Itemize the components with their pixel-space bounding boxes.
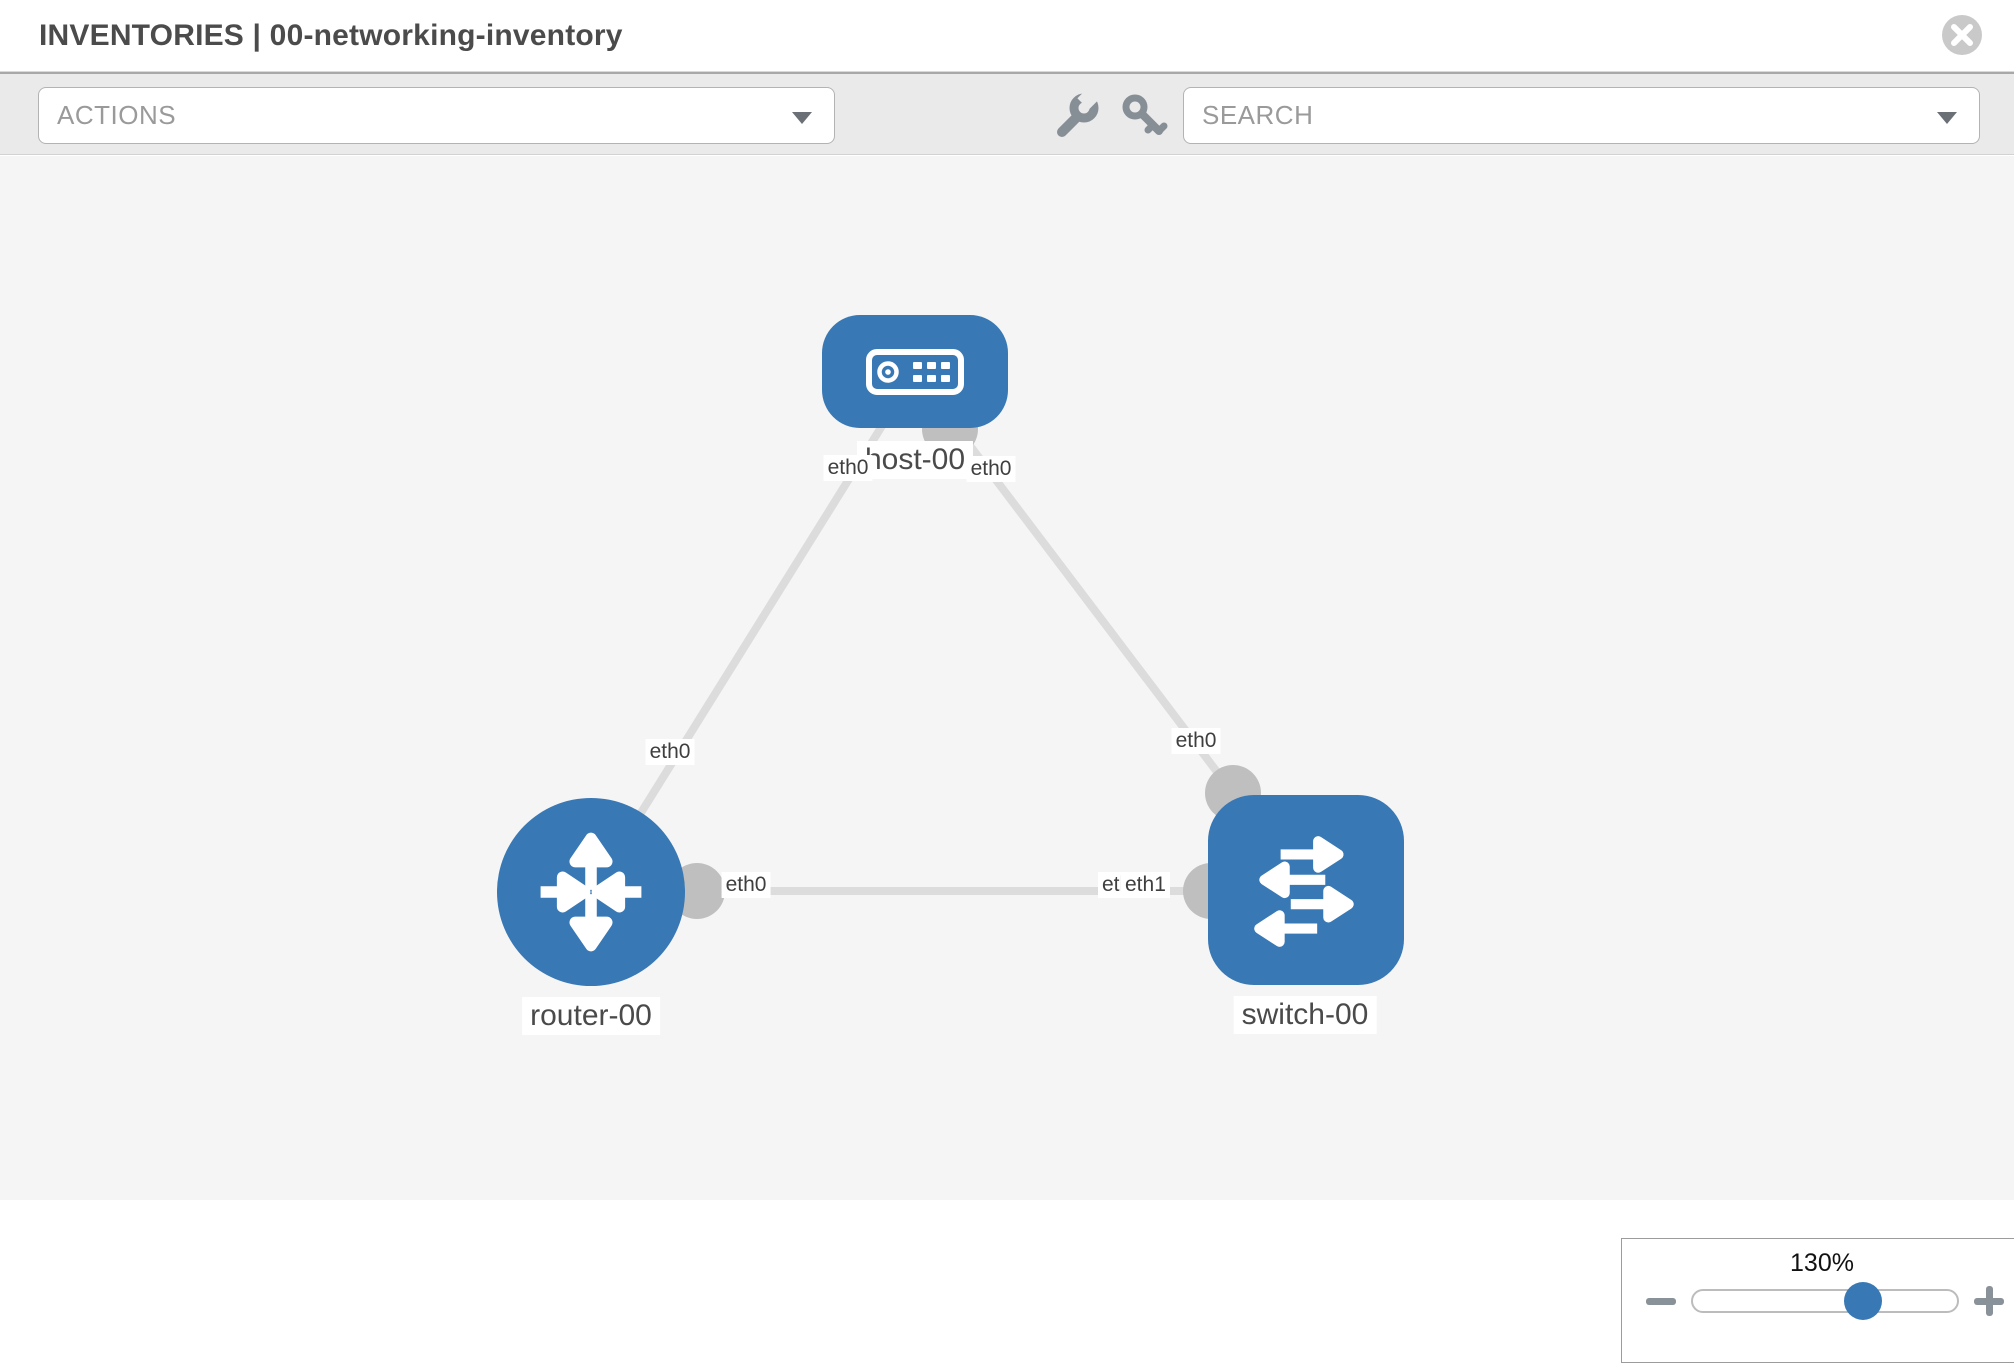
topology-canvas[interactable]: host-00 router-00 switch-00 eth0 eth0 et… xyxy=(0,156,2014,1363)
node-router-00[interactable] xyxy=(497,798,685,986)
topology-svg xyxy=(587,370,1305,919)
header: INVENTORIES | 00-networking-inventory xyxy=(0,0,2014,72)
close-button[interactable] xyxy=(1942,15,1982,55)
search-dropdown[interactable]: SEARCH xyxy=(1183,87,1980,144)
zoom-in-button[interactable] xyxy=(1974,1286,2004,1316)
wrench-button[interactable] xyxy=(1052,88,1100,140)
zoom-out-button[interactable] xyxy=(1646,1292,1676,1310)
port-label-router-right: eth0 xyxy=(721,872,771,898)
node-switch-00[interactable] xyxy=(1208,795,1404,985)
zoom-level: 130% xyxy=(1790,1249,1854,1277)
chevron-down-icon xyxy=(1937,112,1957,124)
wrench-icon xyxy=(1057,88,1099,137)
key-button[interactable] xyxy=(1120,92,1168,140)
zoom-slider-knob[interactable] xyxy=(1844,1282,1882,1320)
toolbar: ACTIONS SEARCH xyxy=(0,72,2014,155)
host-icon xyxy=(866,348,964,395)
node-label-host: host-00 xyxy=(856,441,974,479)
minus-icon xyxy=(1646,1298,1676,1305)
actions-dropdown[interactable]: ACTIONS xyxy=(38,87,835,144)
key-icon xyxy=(1122,94,1168,135)
port-label-router-top: eth0 xyxy=(645,739,695,765)
close-icon xyxy=(1951,24,1973,46)
port-label-switch-left-front: eth1 xyxy=(1121,872,1170,898)
port-label-host-left: eth0 xyxy=(823,455,873,481)
port-label-switch-top: eth0 xyxy=(1171,728,1221,754)
router-icon xyxy=(540,832,642,952)
page-title: INVENTORIES | 00-networking-inventory xyxy=(39,19,623,52)
actions-dropdown-label: ACTIONS xyxy=(57,100,177,130)
node-label-router: router-00 xyxy=(522,997,660,1035)
switch-icon xyxy=(1254,836,1354,947)
search-placeholder: SEARCH xyxy=(1202,100,1314,130)
zoom-panel: 130% xyxy=(1621,1238,2014,1363)
node-label-switch: switch-00 xyxy=(1233,996,1377,1034)
node-host-00[interactable] xyxy=(822,315,1008,428)
port-label-host-right: eth0 xyxy=(966,456,1016,482)
zoom-slider-track[interactable] xyxy=(1691,1289,1959,1313)
chevron-down-icon xyxy=(792,112,812,124)
